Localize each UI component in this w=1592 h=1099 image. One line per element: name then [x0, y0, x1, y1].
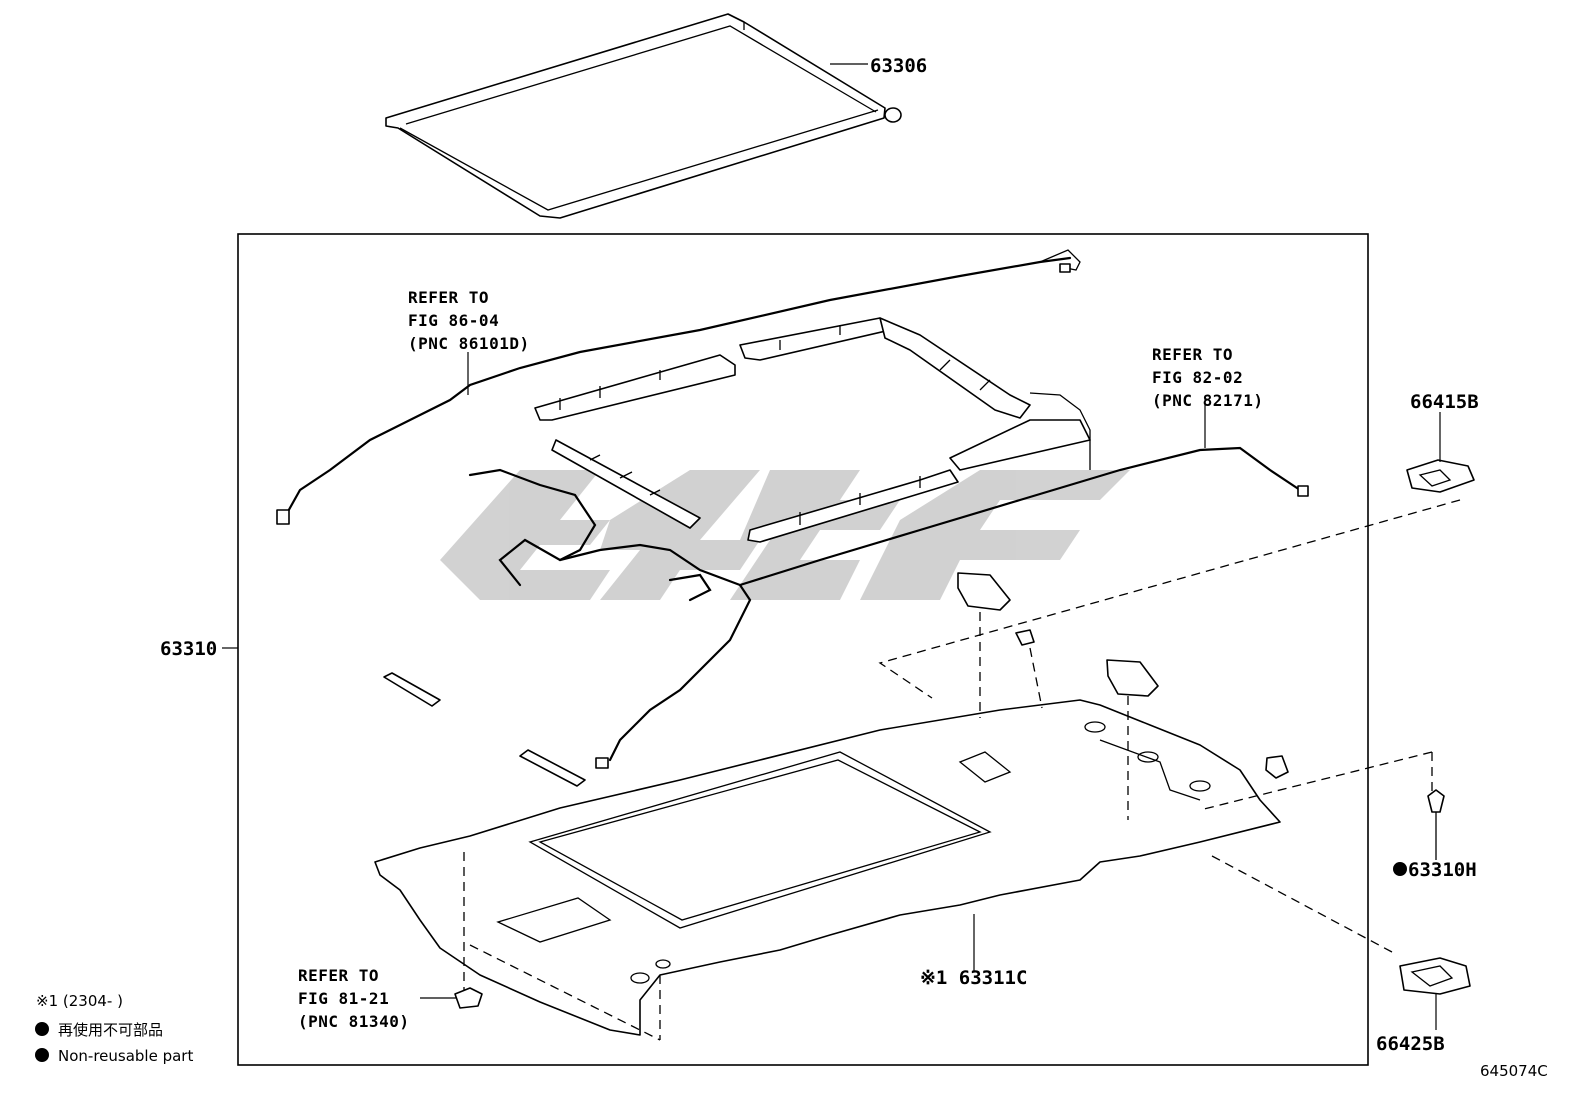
watermark-logo: [440, 470, 1130, 600]
svg-text:FIG 82-02: FIG 82-02: [1152, 368, 1243, 387]
part-label-63310H: 63310H: [1408, 859, 1477, 881]
sunroof-harness: [468, 392, 1309, 769]
sunshade-part[interactable]: [385, 13, 902, 219]
non-reusable-dot-63310H: [1393, 862, 1407, 876]
reference-86-04: REFER TO FIG 86-04 (PNC 86101D): [408, 288, 530, 353]
part-label-66415B: 66415B: [1410, 391, 1479, 413]
svg-text:REFER TO: REFER TO: [1152, 345, 1233, 364]
assembly-frame: [237, 233, 1369, 1066]
part-label-63306: 63306: [870, 55, 927, 77]
legend-non-reusable-ja: 再使用不可部品: [58, 1021, 163, 1039]
clip-81340: [454, 987, 483, 1009]
holder-66425B[interactable]: [1399, 957, 1471, 995]
svg-text:(PNC 86101D): (PNC 86101D): [408, 334, 530, 353]
foam-strips: [383, 672, 586, 787]
assembly-guides: [463, 499, 1461, 1041]
legend: ※1 (2304- ) 再使用不可部品 Non-reusable part: [35, 992, 193, 1065]
legend-non-reusable-en: Non-reusable part: [58, 1047, 193, 1065]
holder-66415B[interactable]: [1406, 459, 1475, 493]
diagram-id: 645074C: [1480, 1062, 1548, 1080]
legend-dot-ja: [35, 1022, 49, 1036]
reference-81-21: REFER TO FIG 81-21 (PNC 81340): [298, 966, 409, 1031]
legend-dot-en: [35, 1048, 49, 1062]
sunroof-frame: [534, 317, 1091, 543]
svg-text:FIG 86-04: FIG 86-04: [408, 311, 499, 330]
svg-text:(PNC 82171): (PNC 82171): [1152, 391, 1263, 410]
svg-text:FIG 81-21: FIG 81-21: [298, 989, 389, 1008]
part-label-63311C: ※1 63311C: [920, 967, 1027, 989]
svg-text:REFER TO: REFER TO: [298, 966, 379, 985]
reference-82-02: REFER TO FIG 82-02 (PNC 82171): [1152, 345, 1263, 410]
roof-harness-upper: [276, 249, 1081, 525]
pads: [957, 572, 1289, 779]
svg-text:REFER TO: REFER TO: [408, 288, 489, 307]
svg-text:(PNC 81340): (PNC 81340): [298, 1012, 409, 1031]
clip-63310H[interactable]: [1427, 789, 1445, 860]
headliner-part[interactable]: [374, 699, 1281, 1036]
part-label-66425B: 66425B: [1376, 1033, 1445, 1055]
part-label-63310: 63310: [160, 638, 217, 660]
legend-note: ※1 (2304- ): [36, 992, 123, 1010]
